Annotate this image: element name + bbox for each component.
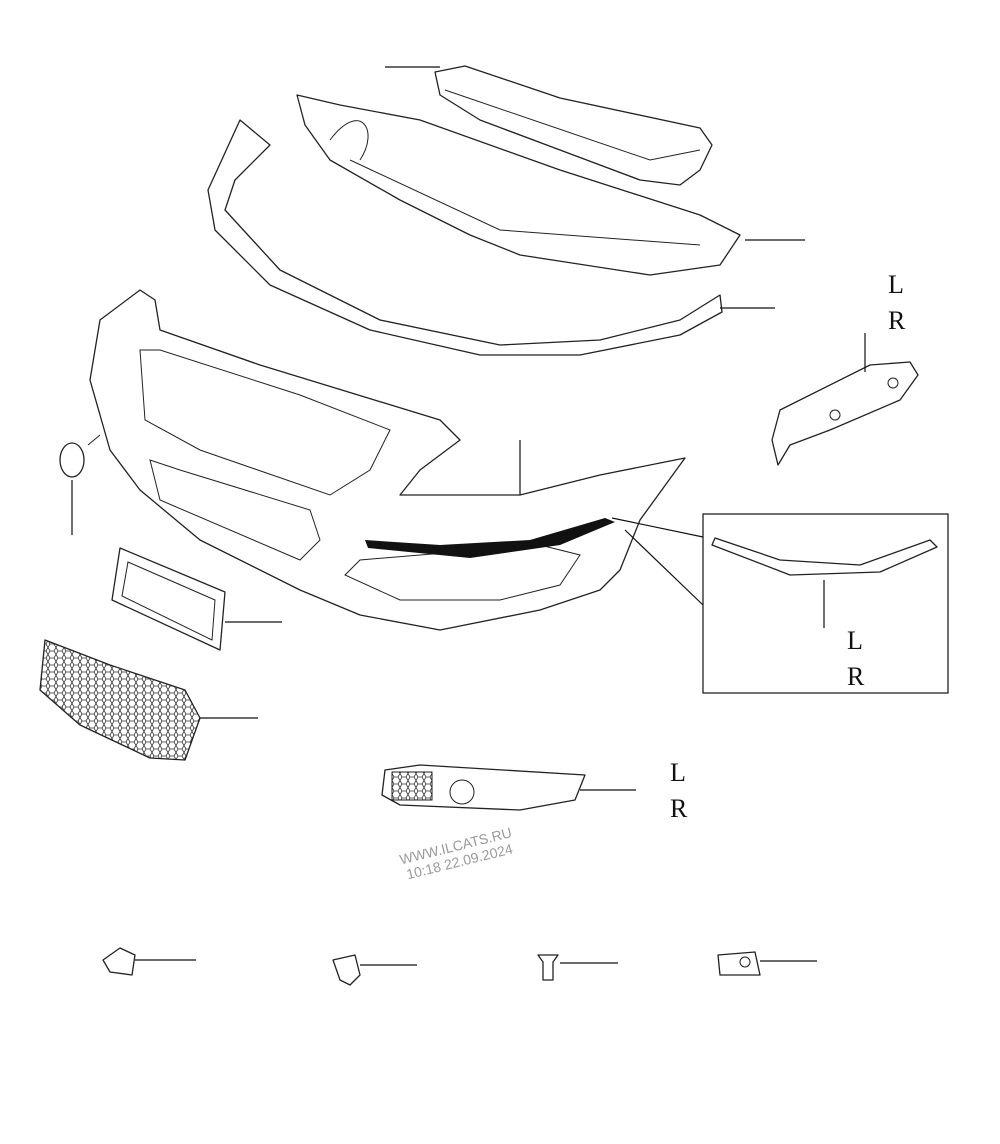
clip-4[interactable] xyxy=(717,951,761,976)
chrome-trim-inset[interactable] xyxy=(711,537,938,576)
license-plate-holder[interactable] xyxy=(111,547,226,651)
impact-absorber[interactable] xyxy=(434,65,713,186)
detail-box xyxy=(702,513,949,694)
clip-2[interactable] xyxy=(332,954,361,986)
fog-lamp-grille[interactable] xyxy=(381,764,586,811)
leader-lines xyxy=(71,66,866,966)
upper-support-panel[interactable] xyxy=(296,94,741,276)
lower-grille[interactable] xyxy=(39,639,201,761)
side-label-left: L xyxy=(847,626,863,655)
side-label-left: L xyxy=(670,758,686,787)
side-label-right: R xyxy=(670,794,688,823)
side-label-right: R xyxy=(888,306,906,335)
side-label-right: R xyxy=(847,662,865,691)
tow-hook-cap[interactable] xyxy=(59,442,85,478)
spoiler-lip[interactable] xyxy=(207,119,723,356)
side-label-left: L xyxy=(888,270,904,299)
side-bracket[interactable] xyxy=(771,361,919,466)
trim-strip[interactable] xyxy=(365,518,615,558)
clip-3[interactable] xyxy=(537,954,559,981)
clip-1[interactable] xyxy=(102,947,136,976)
